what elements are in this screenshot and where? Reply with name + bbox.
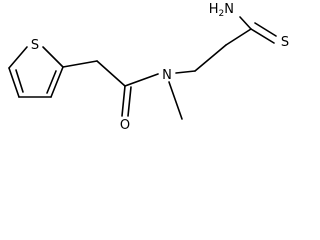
bond-c4-c5 bbox=[8, 67, 20, 98]
bond-c5-s1 bbox=[8, 46, 28, 69]
atom-label-amide-n: N bbox=[162, 68, 172, 83]
amine-n: N bbox=[224, 2, 234, 17]
amine-subscript: 2 bbox=[219, 9, 225, 19]
bond-n-methyl bbox=[168, 81, 183, 120]
bond-ch2-carbonyl bbox=[96, 60, 126, 87]
bond-carbonyl-o-double bbox=[127, 86, 132, 117]
bond-carbonyl-n bbox=[124, 73, 159, 87]
bond-thiocarbon-nh2 bbox=[239, 16, 252, 30]
atom-label-thioamide-s: S bbox=[281, 35, 289, 50]
atom-label-amide-o: O bbox=[120, 118, 130, 133]
bond-ch2-thiocarbon bbox=[225, 28, 252, 46]
bond-carbonyl-o bbox=[121, 85, 126, 117]
bond-c4-c5-inner bbox=[15, 69, 24, 93]
bond-s1-c2 bbox=[42, 46, 64, 68]
bond-thiocarbon-s bbox=[250, 28, 275, 44]
bond-c2-c3-inner bbox=[46, 70, 57, 94]
bond-thiocarbon-s-double bbox=[254, 22, 277, 37]
thiophene-ring bbox=[8, 46, 64, 98]
structure-canvas: S O N S H2N bbox=[8, 2, 289, 133]
atom-label-thiophene-s: S bbox=[31, 38, 39, 53]
bond-ch2-ch2 bbox=[194, 44, 227, 72]
bond-c2-ch2 bbox=[62, 60, 98, 68]
atom-label-amine: H2N bbox=[209, 2, 234, 19]
bond-n-ch2 bbox=[175, 70, 196, 74]
molecule-drawing: S O N S H2N bbox=[8, 2, 289, 133]
bond-c2-c3 bbox=[50, 66, 64, 98]
